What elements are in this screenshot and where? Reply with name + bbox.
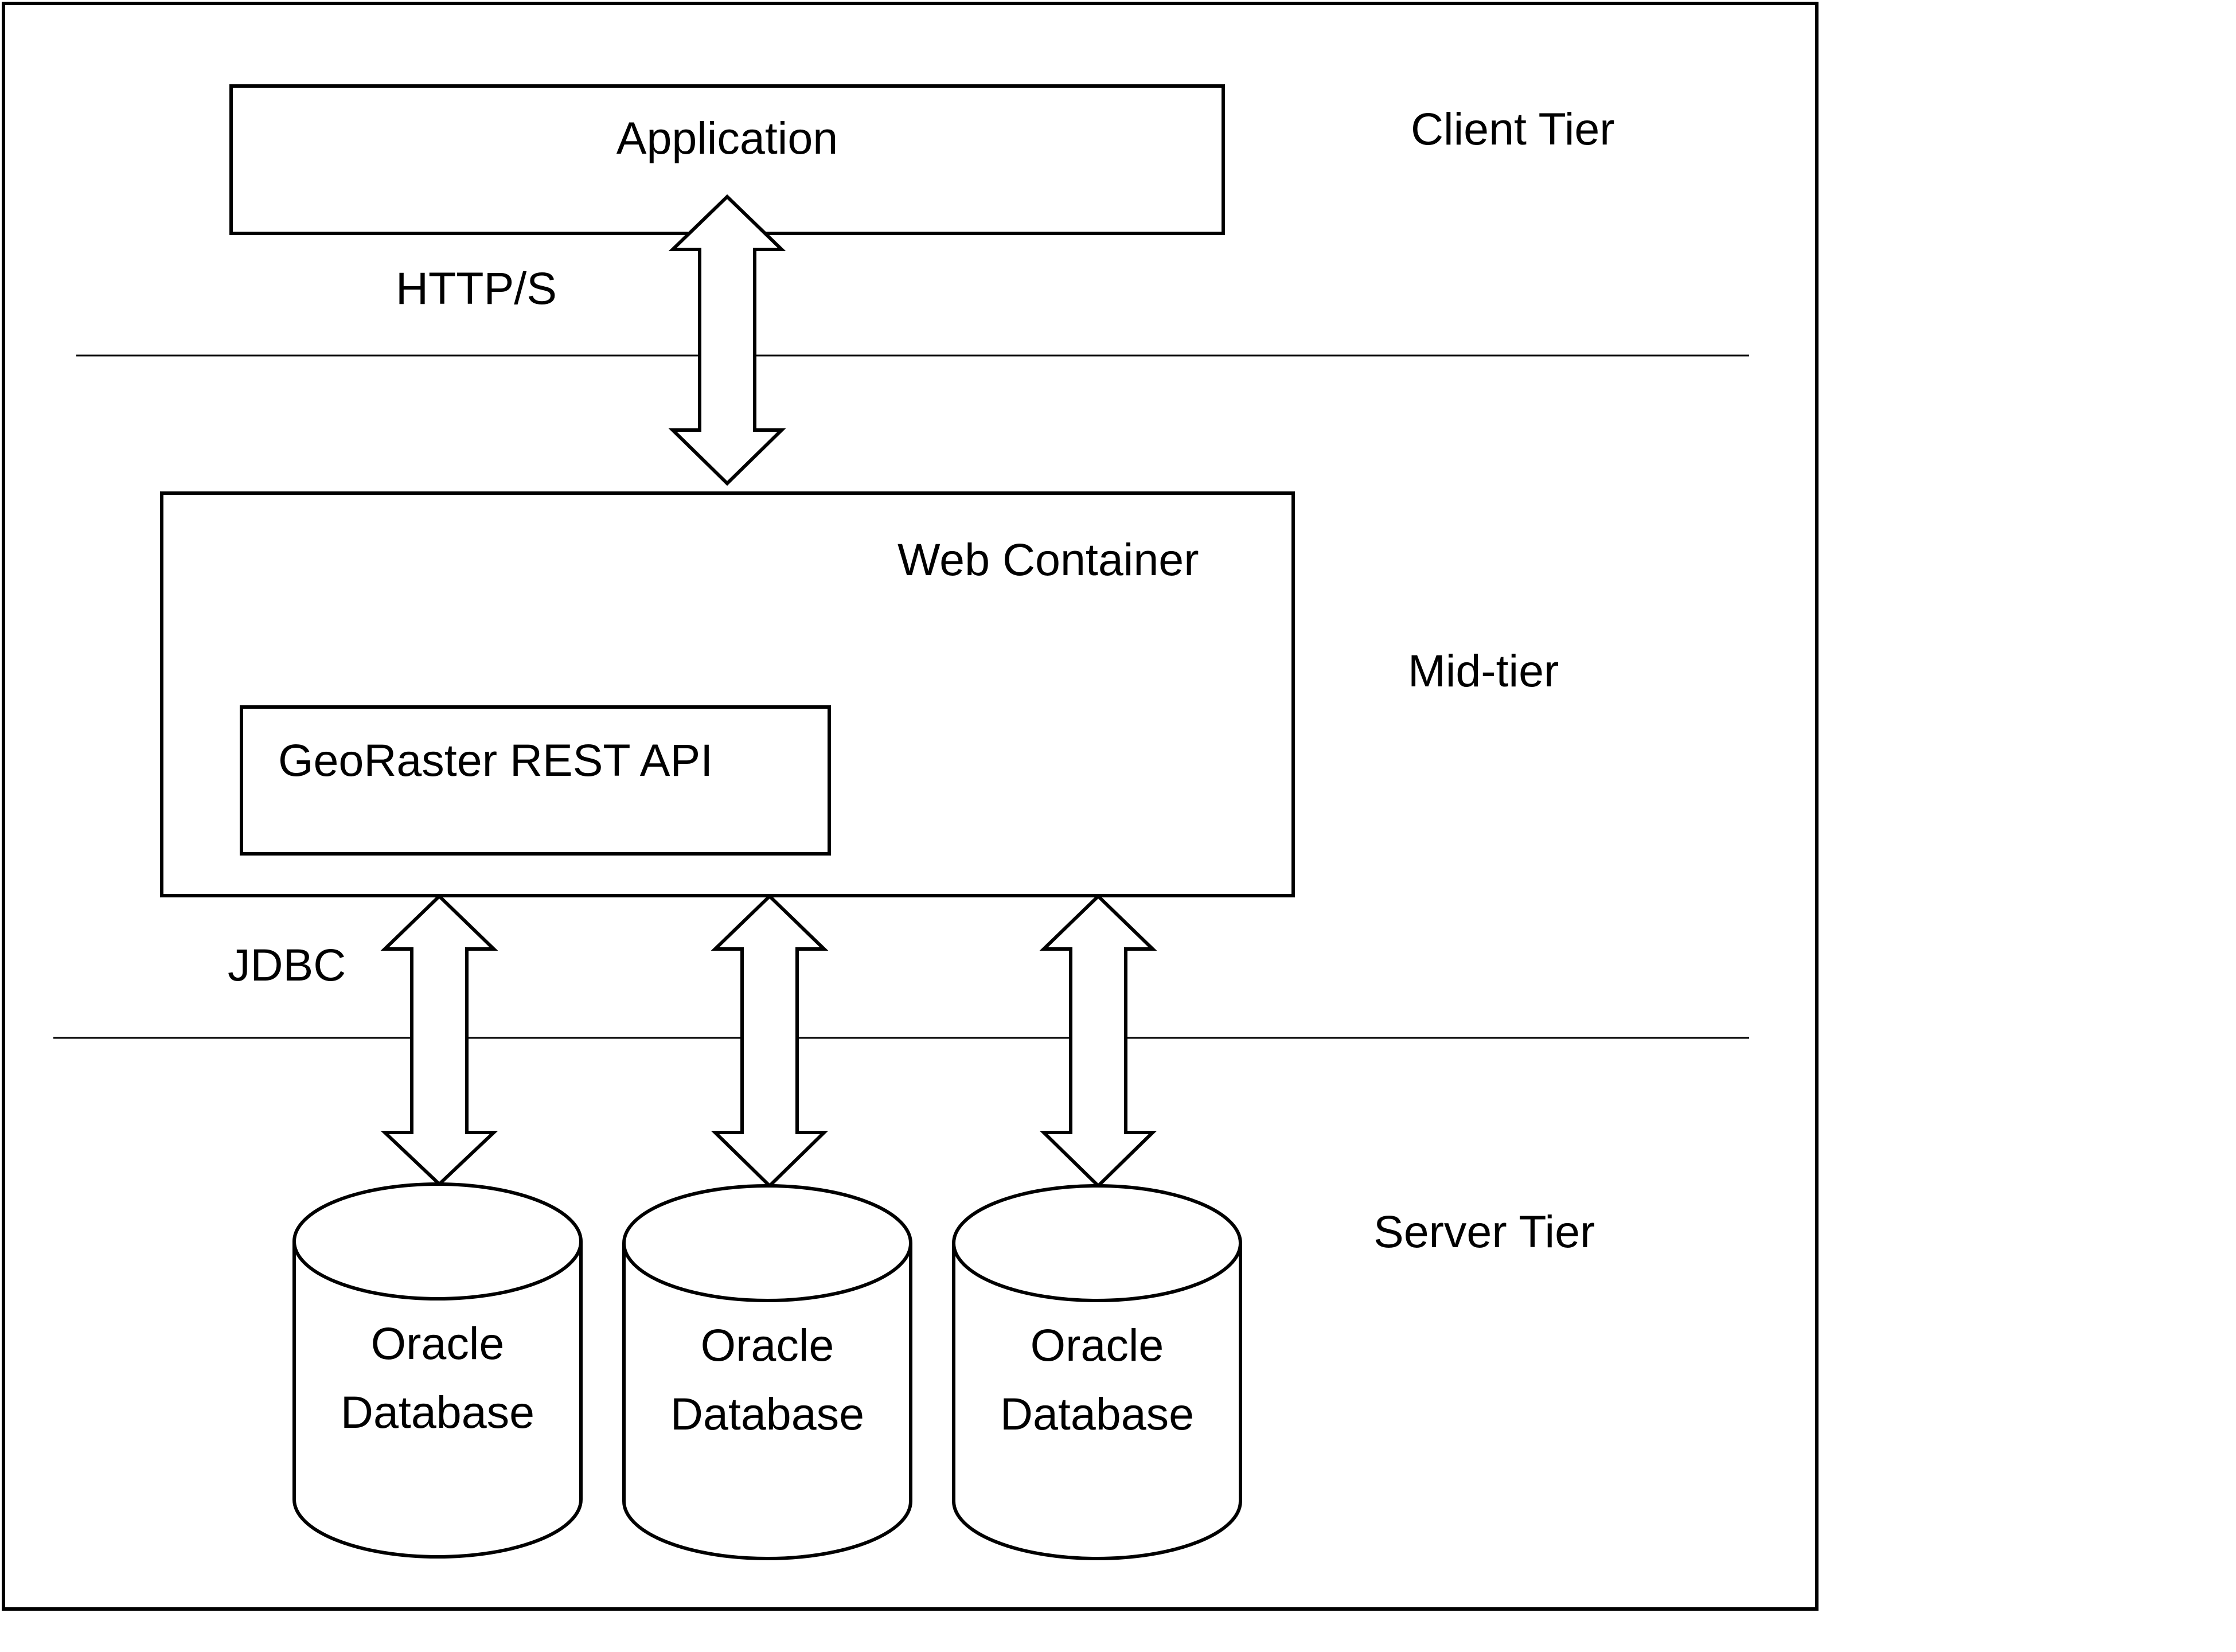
rest-api-box: GeoRaster REST API — [240, 705, 831, 856]
web-container-label: Web Container — [897, 534, 1199, 585]
database-1-line1: Oracle — [371, 1318, 505, 1369]
database-cylinder-2: Oracle Database — [622, 1184, 912, 1560]
application-box: Application — [229, 84, 1225, 235]
database-2-line1: Oracle — [701, 1319, 834, 1370]
application-label: Application — [616, 112, 838, 163]
mid-tier-label: Mid-tier — [1408, 645, 1559, 696]
http-arrow — [668, 194, 786, 486]
database-2-line2: Database — [670, 1388, 864, 1439]
database-1-line2: Database — [341, 1387, 534, 1438]
database-3-line2: Database — [1000, 1388, 1194, 1439]
database-cylinder-1: Oracle Database — [292, 1182, 583, 1559]
server-tier-label: Server Tier — [1373, 1206, 1595, 1257]
jdbc-label: JDBC — [228, 939, 346, 990]
database-3-line1: Oracle — [1031, 1319, 1164, 1370]
client-tier-label: Client Tier — [1411, 103, 1615, 154]
http-label: HTTP/S — [396, 263, 557, 314]
database-cylinder-3: Oracle Database — [952, 1184, 1242, 1560]
rest-api-label: GeoRaster REST API — [278, 735, 713, 786]
